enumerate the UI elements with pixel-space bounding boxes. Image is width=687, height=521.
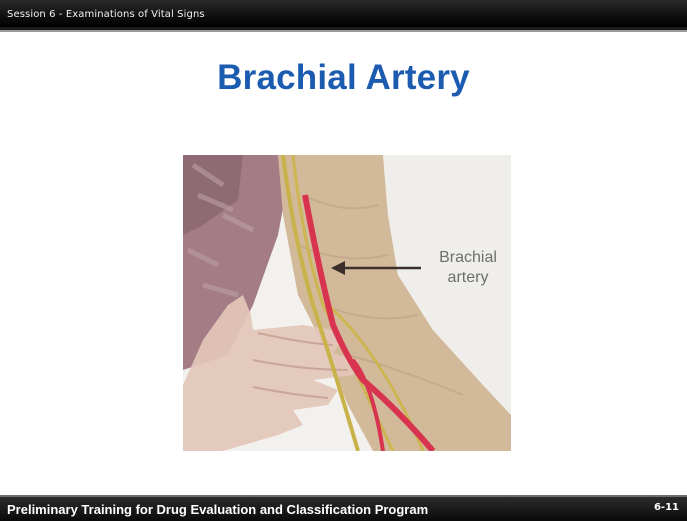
header-divider (0, 30, 687, 32)
artery-label-line2: artery (428, 268, 508, 288)
arm-illustration (183, 155, 511, 451)
header-bar: Session 6 - Examinations of Vital Signs (0, 0, 687, 30)
artery-label: Brachial artery (428, 248, 508, 288)
session-title: Session 6 - Examinations of Vital Signs (7, 9, 205, 20)
slide-title: Brachial Artery (0, 58, 687, 98)
anatomy-figure: Brachial artery (183, 155, 511, 451)
footer-bar: Preliminary Training for Drug Evaluation… (0, 495, 687, 521)
slide-number: 6-11 (654, 502, 679, 513)
artery-label-line1: Brachial (428, 248, 508, 268)
program-title: Preliminary Training for Drug Evaluation… (7, 502, 428, 517)
